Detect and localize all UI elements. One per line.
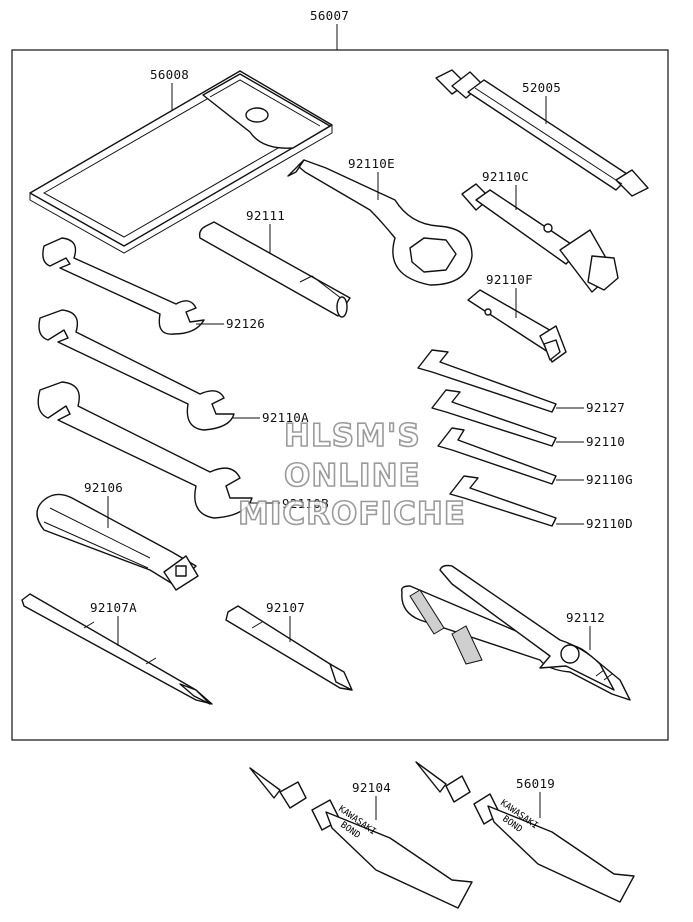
label-56019: 56019 xyxy=(516,776,555,791)
bond-tube-92104: KAWASAKI BOND xyxy=(249,767,473,909)
screwdriver-bit xyxy=(225,605,353,691)
label-92110D: 92110D xyxy=(586,516,633,531)
label-56008: 56008 xyxy=(150,67,189,82)
watermark-line-1: HLSM'S xyxy=(284,418,421,454)
hex-key-92110 xyxy=(431,389,557,447)
label-92110C: 92110C xyxy=(482,169,529,184)
label-52005: 52005 xyxy=(522,80,561,95)
label-92107A: 92107A xyxy=(90,600,137,615)
label-92110A: 92110A xyxy=(262,410,309,425)
watermark-line-2: ONLINE xyxy=(284,458,421,494)
label-92112: 92112 xyxy=(566,610,605,625)
label-92110E: 92110E xyxy=(348,156,395,171)
hex-key-92127 xyxy=(417,349,557,413)
label-92110B: 92110B xyxy=(282,496,329,511)
hex-key-92110D xyxy=(449,475,557,527)
ring-wrench xyxy=(287,159,473,286)
open-end-wrench-large xyxy=(37,381,253,519)
watermark-line-3: MICROFICHE xyxy=(238,496,466,532)
tool-pouch xyxy=(29,70,333,254)
label-92110G: 92110G xyxy=(586,472,633,487)
hex-key-92110G xyxy=(437,427,557,485)
box-spanner xyxy=(467,289,567,363)
open-end-wrench-small xyxy=(42,237,205,335)
label-92126: 92126 xyxy=(226,316,265,331)
kit-frame xyxy=(11,49,669,741)
screwdriver-bit-double xyxy=(21,593,213,705)
label-92127: 92127 xyxy=(586,400,625,415)
pliers xyxy=(400,564,631,701)
label-92106: 92106 xyxy=(84,480,123,495)
label-92110F: 92110F xyxy=(486,272,533,287)
label-92107: 92107 xyxy=(266,600,305,615)
label-92110: 92110 xyxy=(586,434,625,449)
tommy-bar xyxy=(198,221,351,318)
open-end-wrench-mid xyxy=(38,309,235,431)
socket-wrench xyxy=(461,183,619,293)
label-92111: 92111 xyxy=(246,208,285,223)
spark-plug-wrench xyxy=(435,69,649,197)
label-56007: 56007 xyxy=(310,8,349,23)
label-92104: 92104 xyxy=(352,780,391,795)
screwdriver-handle xyxy=(36,493,199,591)
